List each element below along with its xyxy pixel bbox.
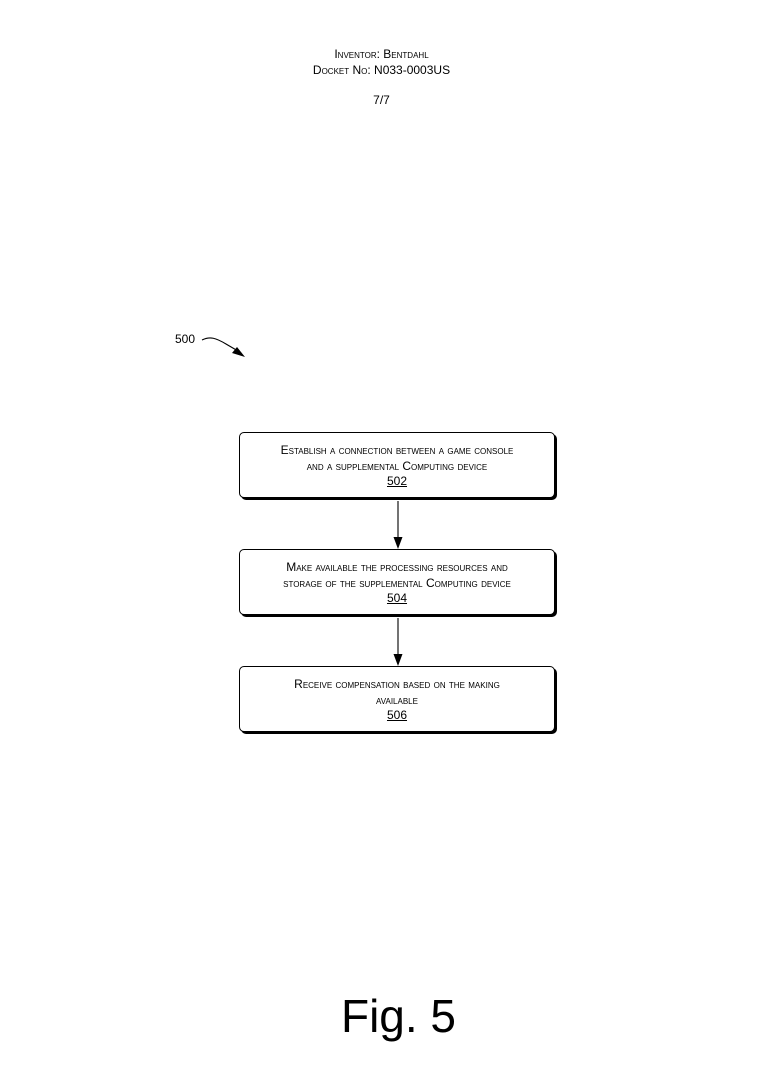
reference-arrow-icon bbox=[201, 337, 245, 357]
flow-arrow-icon bbox=[393, 618, 403, 666]
step-text-line: available bbox=[376, 692, 418, 707]
figure-label: Fig. 5 bbox=[340, 990, 457, 1042]
docket-number: Docket No: N033-0003US bbox=[312, 63, 451, 77]
step-text-line: Receive compensation based on the making bbox=[294, 677, 500, 691]
figure-reference-numeral: 500 bbox=[175, 332, 196, 346]
flow-step-504: Make available the processing resources … bbox=[239, 549, 555, 615]
inventor-line: Inventor: Bentdahl bbox=[334, 47, 429, 61]
step-text-line: storage of the supplemental Computing de… bbox=[283, 575, 511, 590]
step-text-line: Establish a connection between a game co… bbox=[280, 443, 514, 457]
sheet-number: 7/7 bbox=[373, 93, 390, 107]
flow-step-506: Receive compensation based on the making… bbox=[239, 666, 555, 732]
step-number: 502 bbox=[386, 474, 408, 488]
flow-step-502: Establish a connection between a game co… bbox=[239, 432, 555, 498]
step-number: 506 bbox=[386, 708, 408, 722]
flow-arrow-icon bbox=[393, 501, 403, 549]
step-text-line: Make available the processing resources … bbox=[286, 560, 508, 574]
step-number: 504 bbox=[386, 591, 408, 605]
step-text-line: and a supplemental Computing device bbox=[306, 458, 488, 473]
